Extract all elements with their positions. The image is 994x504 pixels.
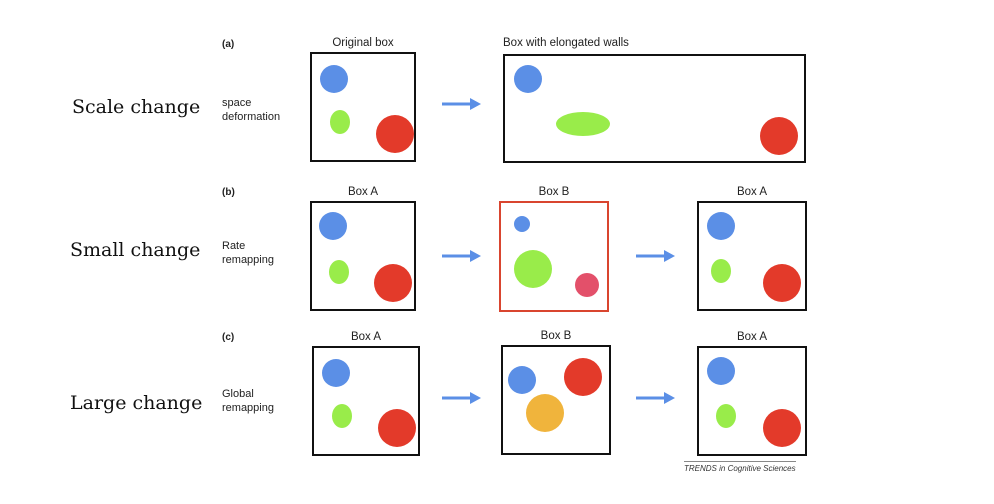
row-label-scale-change: Scale change	[72, 96, 201, 118]
red-place-field	[376, 115, 414, 153]
red-place-field	[378, 409, 416, 447]
panel-letter-c: (c)	[222, 332, 235, 343]
blue-place-field	[322, 359, 350, 387]
arrow-right-icon	[636, 250, 675, 262]
source-credit: TRENDS in Cognitive Sciences	[684, 461, 796, 473]
box-title-elongated: Box with elongated walls	[503, 37, 629, 49]
row-label-small-change: Small change	[70, 239, 201, 261]
box-title-box-b: Box B	[538, 186, 570, 198]
box-original	[310, 52, 416, 162]
panel-letter-b: (b)	[222, 187, 235, 198]
blue-place-field	[514, 216, 530, 232]
arrow-right-icon	[636, 392, 675, 404]
box-a	[697, 346, 807, 456]
description-space-deformation: space deformation	[222, 97, 281, 123]
red-place-field	[763, 409, 801, 447]
green-place-field	[332, 404, 352, 428]
box-title-box-a: Box A	[736, 331, 768, 343]
green-place-field	[556, 112, 610, 136]
box-b-highlighted	[499, 201, 609, 312]
green-place-field	[329, 260, 349, 284]
box-title-box-a: Box A	[736, 186, 768, 198]
panel-letter-a: (a)	[222, 39, 235, 50]
row-label-large-change: Large change	[70, 392, 203, 414]
box-b	[501, 345, 611, 455]
box-a	[312, 346, 420, 456]
box-title-box-b: Box B	[540, 330, 572, 342]
blue-place-field	[508, 366, 536, 394]
red-place-field	[763, 264, 801, 302]
blue-place-field	[320, 65, 348, 93]
green-place-field	[711, 259, 731, 283]
blue-place-field	[514, 65, 542, 93]
green-place-field	[716, 404, 736, 428]
description-global-remapping: Global remapping	[222, 388, 274, 414]
box-a	[310, 201, 416, 311]
red-place-field	[374, 264, 412, 302]
box-elongated	[503, 54, 806, 163]
box-title-box-a: Box A	[350, 331, 382, 343]
blue-place-field	[319, 212, 347, 240]
box-title-original: Original box	[332, 37, 394, 49]
red-place-field	[760, 117, 798, 155]
blue-place-field	[707, 357, 735, 385]
description-rate-remapping: Rate remapping	[222, 240, 274, 266]
pink-place-field	[575, 273, 599, 297]
blue-place-field	[707, 212, 735, 240]
orange-place-field	[526, 394, 564, 432]
green-place-field	[514, 250, 552, 288]
arrow-right-icon	[442, 98, 481, 110]
box-title-box-a: Box A	[347, 186, 379, 198]
green-place-field	[330, 110, 350, 134]
arrow-right-icon	[442, 392, 481, 404]
box-a	[697, 201, 807, 311]
arrow-right-icon	[442, 250, 481, 262]
red-place-field	[564, 358, 602, 396]
